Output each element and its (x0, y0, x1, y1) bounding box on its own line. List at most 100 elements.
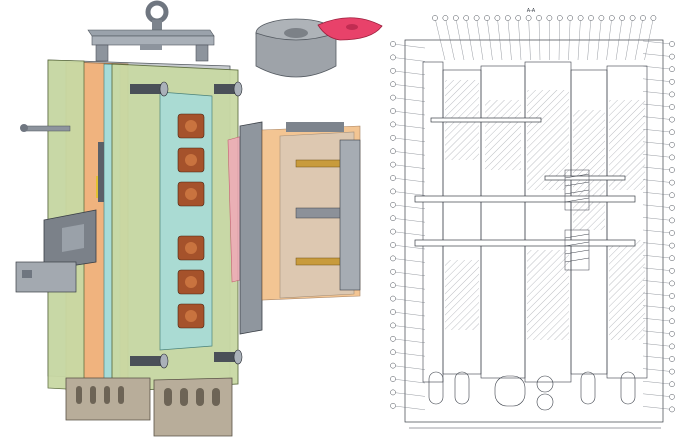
balloon-left-1-leader (393, 44, 425, 48)
balloon-right-9-leader (643, 142, 672, 145)
balloon-left-8-leader (393, 138, 425, 142)
balloon-right-26-leader (643, 356, 672, 359)
balloon-left-21 (390, 309, 395, 314)
balloon-right-24-leader (643, 331, 672, 334)
balloon-top-20-leader (626, 18, 633, 60)
balloon-left-24-leader (393, 352, 425, 356)
balloon-right-14 (669, 205, 674, 210)
balloon-top-20 (630, 15, 635, 20)
balloon-left-4 (390, 82, 395, 87)
balloon-top-4 (464, 15, 469, 20)
side-slot (98, 142, 104, 202)
balloon-top-22 (651, 15, 656, 20)
balloon-top-3-leader (456, 18, 464, 60)
balloon-right-26 (669, 356, 674, 361)
balloon-right-18-leader (643, 255, 672, 258)
balloon-left-5-leader (393, 98, 425, 102)
balloon-right-25 (669, 344, 674, 349)
balloon-left-4-leader (393, 84, 425, 88)
balloon-top-2 (443, 15, 448, 20)
balloon-left-6 (390, 108, 395, 113)
section-drawing-svg: A-A (385, 0, 680, 439)
balloon-top-2-leader (445, 18, 454, 60)
balloon-right-21 (669, 293, 674, 298)
balloon-right-5-leader (643, 91, 672, 94)
balloon-top-7 (495, 15, 500, 20)
balloon-top-1 (432, 15, 437, 20)
balloon-right-10 (669, 155, 674, 160)
balloon-left-13-leader (393, 205, 425, 209)
balloon-top-14 (568, 15, 573, 20)
balloon-left-10 (390, 162, 395, 167)
balloon-top-7-leader (497, 18, 502, 60)
mold-3d-render (0, 0, 385, 439)
balloon-top-8 (505, 15, 510, 20)
balloon-left-12-leader (393, 191, 425, 195)
balloon-callouts (390, 15, 674, 412)
section-drawing: A-A (385, 0, 680, 439)
balloon-right-4 (669, 79, 674, 84)
balloon-right-30-leader (643, 406, 672, 409)
balloon-right-28-leader (643, 381, 672, 384)
balloon-left-14-leader (393, 218, 425, 222)
balloon-right-10-leader (643, 154, 672, 157)
balloon-left-28-leader (393, 406, 425, 410)
mold-3d-svg (0, 0, 385, 439)
balloon-right-2 (669, 54, 674, 59)
balloon-left-18 (390, 269, 395, 274)
balloon-left-7 (390, 122, 395, 127)
balloon-right-20-leader (643, 280, 672, 283)
balloon-left-1 (390, 41, 395, 46)
cavity-insert-2 (178, 148, 204, 172)
balloon-top-9-leader (518, 18, 521, 60)
guide-pillar-bottom-left (130, 354, 168, 368)
balloon-top-11 (536, 15, 541, 20)
balloon-top-9 (516, 15, 521, 20)
balloon-right-3-leader (643, 66, 672, 69)
cavity-insert-6 (178, 304, 204, 328)
balloon-top-10 (526, 15, 531, 20)
balloon-right-5 (669, 92, 674, 97)
balloon-right-6 (669, 104, 674, 109)
balloon-left-3-leader (393, 71, 425, 75)
balloon-left-20-leader (393, 299, 425, 303)
balloon-right-2-leader (643, 54, 672, 57)
balloon-left-23-leader (393, 339, 425, 343)
balloon-right-12 (669, 180, 674, 185)
balloon-right-19 (669, 268, 674, 273)
cavity-insert-5 (178, 270, 204, 294)
balloon-right-15-leader (643, 217, 672, 220)
balloon-right-21-leader (643, 293, 672, 296)
balloon-top-15 (578, 15, 583, 20)
balloon-right-11-leader (643, 167, 672, 170)
balloon-left-9-leader (393, 151, 425, 155)
balloon-left-20 (390, 296, 395, 301)
balloon-right-1-leader (643, 41, 672, 44)
balloon-top-16 (588, 15, 593, 20)
balloon-left-2-leader (393, 57, 425, 61)
balloon-right-17 (669, 243, 674, 248)
section-label: A-A (527, 8, 536, 14)
balloon-right-8-leader (643, 129, 672, 132)
balloon-left-16 (390, 242, 395, 247)
balloon-right-11 (669, 167, 674, 172)
balloon-top-21 (640, 15, 645, 20)
balloon-left-7-leader (393, 124, 425, 128)
balloon-top-11-leader (539, 18, 540, 60)
balloon-top-13-leader (559, 18, 560, 60)
balloon-left-25-leader (393, 366, 425, 370)
balloon-right-7-leader (643, 117, 672, 120)
guide-pillar-bottom-right (214, 350, 242, 364)
balloon-top-1-leader (435, 18, 445, 60)
balloon-top-22-leader (645, 18, 654, 60)
balloon-left-9 (390, 149, 395, 154)
balloon-left-25 (390, 363, 395, 368)
balloon-left-26 (390, 376, 395, 381)
guide-pillar-top-left (130, 82, 168, 96)
balloon-top-17-leader (597, 18, 601, 60)
base-blocks (66, 378, 232, 436)
balloon-right-16 (669, 230, 674, 235)
balloon-left-8 (390, 135, 395, 140)
balloon-top-18 (609, 15, 614, 20)
